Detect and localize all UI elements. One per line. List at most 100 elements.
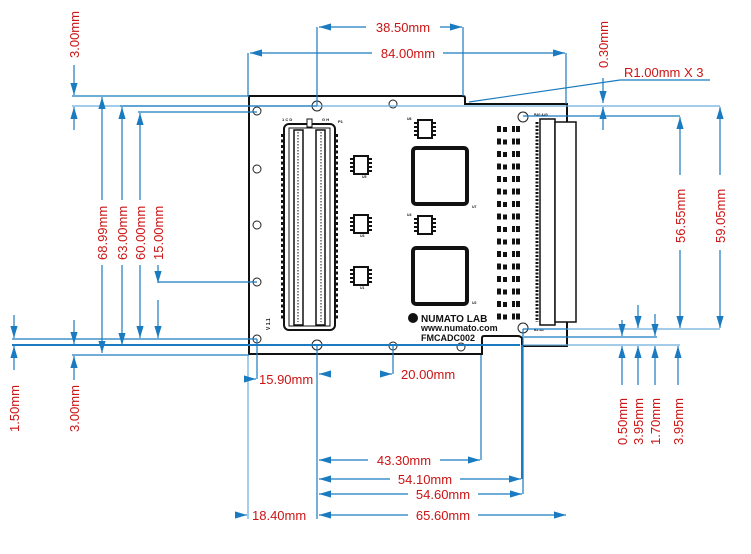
smd-pad xyxy=(281,293,284,297)
smd-pad xyxy=(432,134,436,136)
dimension-lines xyxy=(10,23,724,519)
smd-pad xyxy=(281,304,284,308)
smd-pad xyxy=(516,188,520,195)
smd-pad xyxy=(503,289,507,295)
smd-pad xyxy=(512,201,515,207)
dim-84-00: 84.00mm xyxy=(381,46,435,61)
smd-pad xyxy=(350,229,354,231)
smd-pad xyxy=(432,222,436,224)
smd-pad xyxy=(281,211,284,214)
dim-15-90: 15.90mm xyxy=(259,372,313,387)
smd-pad xyxy=(281,249,284,253)
smd-pad xyxy=(350,273,354,275)
smd-pad xyxy=(497,163,501,170)
smd-pad xyxy=(281,299,284,302)
smd-pad xyxy=(516,138,520,145)
smd-pad xyxy=(335,310,338,313)
dim-59-05: 59.05mm xyxy=(713,189,728,243)
smd-pad xyxy=(335,178,338,181)
smd-pad xyxy=(281,156,284,159)
smd-pad xyxy=(335,200,338,203)
smd-pad xyxy=(497,251,501,257)
connector-p2 xyxy=(535,118,577,326)
dimension-labels: 38.50mm 84.00mm 3.00mm 0.30mm R1.00mm X … xyxy=(7,11,728,523)
smd-pad xyxy=(503,227,507,232)
dim-bottom-left-3-00: 3.00mm xyxy=(67,385,82,432)
smd-pad xyxy=(516,238,520,245)
smd-pad xyxy=(503,177,507,182)
smd-pad xyxy=(281,288,284,291)
smd-pad xyxy=(497,276,501,282)
smd-pad xyxy=(368,166,372,168)
smd-pad xyxy=(281,216,284,220)
ic-u7-qfp xyxy=(411,146,469,206)
smd-pad xyxy=(350,217,354,219)
mounting-hole xyxy=(388,99,398,109)
model-label: FMCADC002 xyxy=(421,333,475,343)
smd-pad xyxy=(503,277,507,282)
smd-pad xyxy=(281,200,284,203)
dim-15-00: 15.00mm xyxy=(151,206,166,260)
smd-pad xyxy=(335,238,338,242)
ic-u4 xyxy=(417,215,433,235)
smd-pad xyxy=(368,221,372,223)
smd-pad xyxy=(512,276,515,282)
smd-pad xyxy=(281,260,284,264)
u6-label: U6 xyxy=(407,117,412,121)
smd-pad xyxy=(335,211,338,214)
smd-pad xyxy=(335,194,338,198)
smd-pad xyxy=(503,252,507,257)
radius-note: R1.00mm X 3 xyxy=(624,65,703,80)
smd-pad xyxy=(503,314,507,320)
smd-pad xyxy=(335,293,338,297)
ic-u1 xyxy=(353,266,369,286)
smd-pad xyxy=(516,288,520,295)
smd-pad xyxy=(335,172,338,176)
smd-pad xyxy=(281,238,284,242)
smd-pad xyxy=(335,139,338,143)
smd-pad xyxy=(335,260,338,264)
smd-pad xyxy=(335,222,338,225)
smd-pad xyxy=(281,255,284,258)
smd-pad xyxy=(368,229,372,231)
smd-pad xyxy=(335,150,338,154)
smd-pad xyxy=(414,230,418,232)
smd-pad xyxy=(281,183,284,187)
smd-pad xyxy=(335,161,338,165)
smd-pad xyxy=(503,202,507,207)
smd-pad xyxy=(512,288,515,295)
smd-pad xyxy=(497,201,501,207)
smd-pad xyxy=(512,251,515,257)
pcb-board: 1 C D G H P1 V 1.1 U5 U3 U1 U6 U4 U7 xyxy=(248,95,577,355)
smd-pad xyxy=(281,150,284,154)
smd-pad xyxy=(335,266,338,269)
smd-pad xyxy=(335,167,338,170)
smd-pad xyxy=(281,194,284,198)
smd-pad xyxy=(350,269,354,271)
dim-60-00: 60.00mm xyxy=(133,206,148,260)
smd-pad xyxy=(497,313,501,320)
smd-pad xyxy=(497,138,501,145)
smd-pad xyxy=(512,313,515,320)
smd-pad xyxy=(350,277,354,279)
dim-top-left-3-00: 3.00mm xyxy=(67,11,82,58)
u2-label: U2 xyxy=(472,301,477,305)
smd-pad xyxy=(281,178,284,181)
dim-43-30: 43.30mm xyxy=(377,453,431,468)
smd-pad xyxy=(516,126,520,132)
smd-pad xyxy=(281,205,284,209)
smd-pad xyxy=(414,122,418,124)
smd-pad xyxy=(281,161,284,165)
smd-pad xyxy=(368,277,372,279)
smd-pad xyxy=(335,315,338,319)
smd-pad xyxy=(512,151,515,157)
dim-1-70: 1.70mm xyxy=(648,398,663,445)
mounting-hole xyxy=(252,164,262,174)
ic-u6 xyxy=(417,119,433,139)
p2-top-label: B40 A40 xyxy=(534,113,548,117)
smd-pad xyxy=(368,281,372,283)
ic-u2-qfp xyxy=(411,246,469,306)
passive-components xyxy=(281,122,520,320)
smd-pad xyxy=(516,163,520,170)
p1-label: P1 xyxy=(338,119,344,124)
